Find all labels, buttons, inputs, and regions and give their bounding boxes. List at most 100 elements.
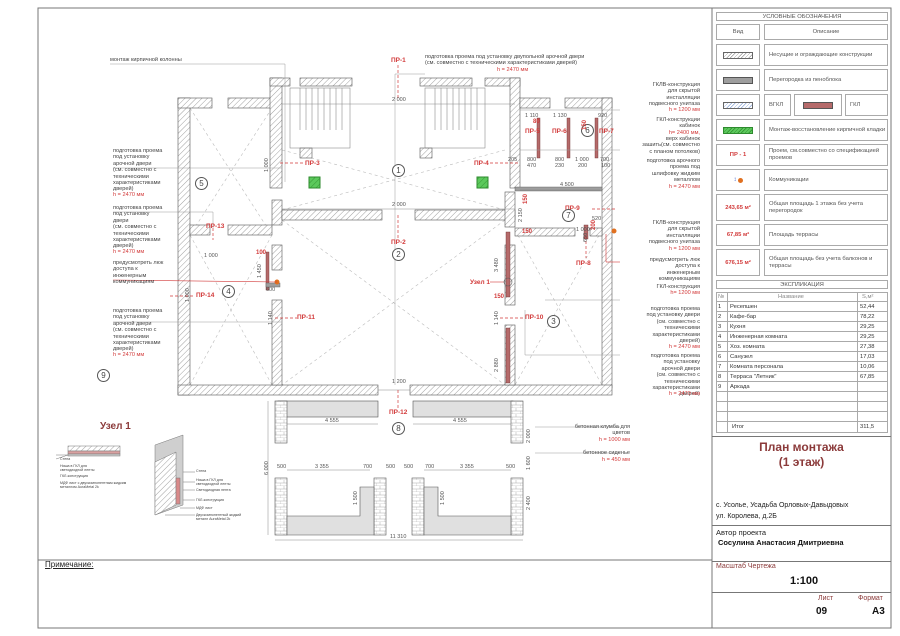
dimension: 200 (578, 163, 588, 169)
explication-cell: 6 (718, 354, 722, 360)
dimension: 4 555 (325, 418, 339, 424)
room-number: 4 (222, 285, 235, 298)
title-block-divider (712, 436, 891, 437)
vgkl-swatch (723, 101, 753, 109)
dimension: 1 110 (525, 113, 539, 119)
communication-riser (611, 228, 617, 234)
opening-label: ПР-14 (196, 292, 215, 299)
red-dimension: 150 (522, 229, 533, 235)
explication-cell: Санузел (730, 354, 753, 360)
red-dimension: 100 (256, 250, 267, 256)
note-brick-column: монтаж кирпичной колонны (110, 57, 182, 63)
explication-cell: 5 (718, 344, 722, 350)
dimension: 1 000 (204, 253, 218, 259)
dimension: 500 (506, 464, 516, 470)
opening-label: ПР-5 (525, 128, 540, 135)
dimension: 1 130 (553, 113, 567, 119)
node-label: ГКЛ-конструкция (60, 474, 88, 478)
dimension: 11 310 (390, 534, 407, 540)
dimension: 3 355 (460, 464, 474, 470)
legend-desc: Несущие и ограждающие конструкции (764, 44, 888, 66)
dimension: 2 000 (526, 429, 532, 443)
explication-title: ЭКСПЛИКАЦИЯ (716, 280, 888, 289)
legend-col-desc: Описание (764, 24, 888, 40)
note-right-arch-metal: подготовка арочного проема под шлифовку … (646, 158, 700, 184)
explication-cell: 17,03 (860, 354, 875, 360)
format-value: А3 (872, 606, 885, 617)
room-number: 7 (562, 209, 575, 222)
format-label: Формат (858, 595, 883, 602)
node-1-label: Узел 1 (470, 279, 491, 286)
explication-cell: 29,25 (860, 334, 875, 340)
node-1-detail (55, 434, 195, 516)
explication-cell: 27,38 (860, 344, 875, 350)
dimension: 600 (266, 287, 276, 293)
explication-cell: Терраса "Летник" (730, 374, 777, 380)
explication-row: 4 Инженерная комната 29,25 (716, 332, 888, 342)
legend-desc: ГКЛ (845, 94, 888, 116)
dimension: 800 (527, 157, 537, 163)
red-dimension: 150 (582, 119, 588, 130)
note-right-arch-metal-height: h = 2470 мм (668, 184, 700, 190)
explication-cell: 1 (718, 304, 722, 310)
note-right-gklv: ГКЛВ-конструкция для скрытой инсталляции… (648, 82, 700, 108)
scale-value: 1:100 (790, 575, 819, 587)
dimension: 520 (592, 216, 602, 222)
explication-cell: Аркада (730, 384, 750, 390)
explication-empty-row (716, 412, 888, 422)
scale-label: Масштаб Чертежа (716, 563, 776, 570)
explication-row: 6 Санузел 17,03 (716, 352, 888, 362)
note-bench-height: h = 450 мм (601, 457, 630, 463)
note-right-gkl-cabins-height: h= 2400 мм, (668, 130, 700, 136)
opening-label: ПР-8 (576, 260, 591, 267)
dimension: 1 000 (185, 288, 191, 302)
dimension: 1 500 (440, 491, 446, 505)
legend-area-value: 676,15 м² (716, 249, 760, 276)
explication-cell: 4 (718, 334, 722, 340)
explication-cell: 9 (718, 384, 722, 390)
dimension: 500 (277, 464, 287, 470)
room-number: 3 (547, 315, 560, 328)
note-right-gkl: ГКЛ-конструкция (656, 284, 700, 290)
room-number: 8 (392, 422, 405, 435)
explication-cell: Инженерная комната (730, 334, 788, 340)
dimension: 1 450 (257, 264, 263, 278)
stairs (289, 87, 486, 149)
explication-cell: Кафе-бар (730, 314, 757, 320)
note-left-door-height: h = 2470 мм (113, 249, 145, 255)
opening-label: ПР-9 (565, 205, 580, 212)
note-pr1-height: h = 2470 мм (497, 67, 529, 73)
node-label: ГКЛ-конструкция (196, 498, 224, 502)
dimension: 2 880 (494, 358, 500, 372)
explication-cell: 29,25 (860, 324, 875, 330)
note-left-hatch: предусмотреть люк доступа к инженерным к… (113, 260, 164, 286)
note-right-arch-door: подготовка проема под установку арочной … (650, 353, 700, 398)
dimension: 2 000 (392, 97, 406, 103)
author-label: Автор проекта (716, 528, 767, 537)
legend-desc: Общая площадь без учета балконов и терра… (764, 249, 888, 276)
legend-title: УСЛОВНЫЕ ОБОЗНАЧЕНИЯ (716, 12, 888, 21)
sheet-number: 09 (816, 606, 828, 617)
note-right-arch-door-height: h = 2470 мм (668, 391, 700, 397)
dimension: 700 (600, 157, 610, 163)
legend-swatch-cell: ↕ (716, 169, 760, 191)
red-dimension: 150 (523, 193, 529, 204)
explication-cell: 78,22 (860, 314, 875, 320)
note-right-gklv-2: ГКЛВ-конструкция для скрытой инсталляции… (648, 220, 700, 246)
node-marker (503, 277, 513, 287)
room-number: 6 (581, 124, 594, 137)
dimension: 4 500 (560, 182, 574, 188)
legend-swatch-cell (716, 69, 760, 91)
drawing-title: План монтажа(1 этаж) (759, 440, 844, 469)
legend-desc: Монтаж-восстановление кирпичной кладки (764, 119, 888, 141)
dimension: 500 (386, 464, 396, 470)
dimension: 700 (425, 464, 435, 470)
foam-block-swatch (723, 76, 753, 84)
dimension: 800 (555, 157, 565, 163)
legend-swatch-cell (716, 119, 760, 141)
node-label: Ниша в ГКЛ для светодиодной ленты (196, 478, 231, 486)
